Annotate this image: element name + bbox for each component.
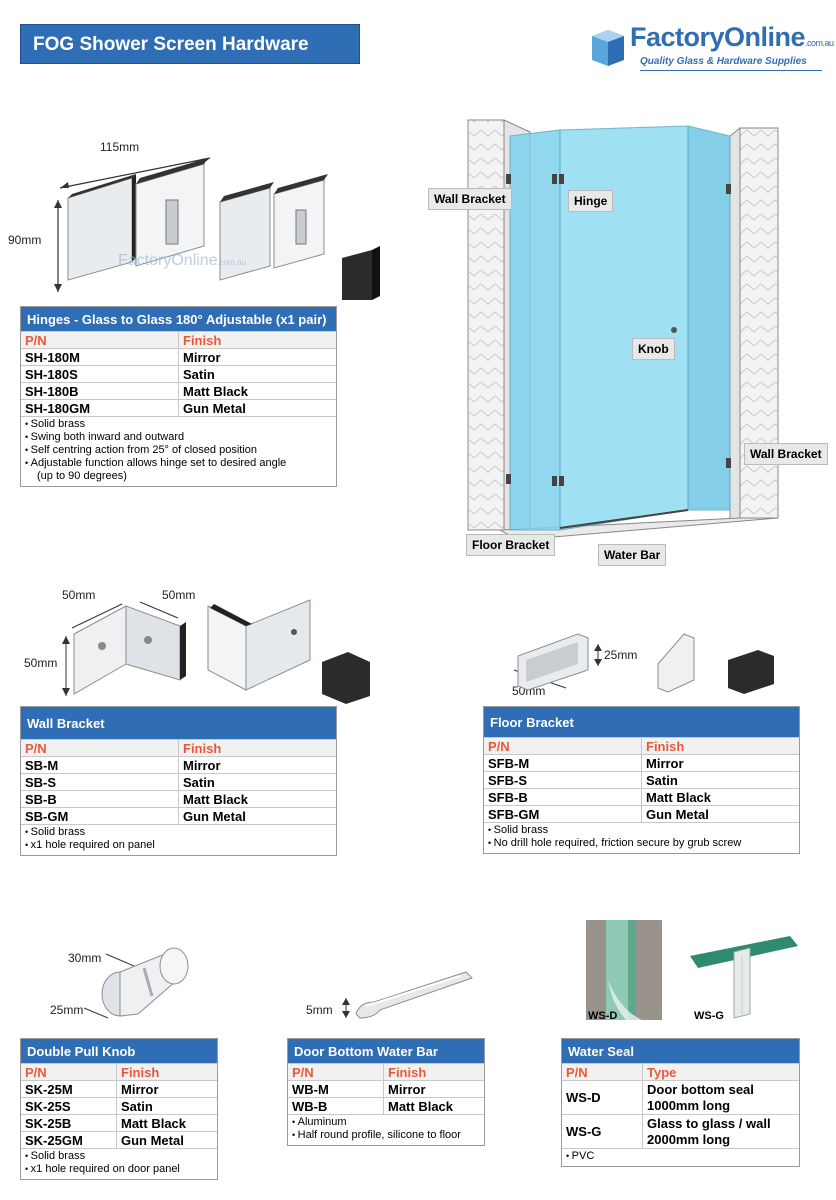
knob-dim-a: 30mm (68, 951, 102, 965)
diagram-label-hinge: Hinge (568, 190, 614, 212)
col-pn: P/N (562, 1064, 643, 1080)
hinge-product-images (54, 157, 380, 300)
water-seal-d-label: WS-D (588, 1010, 618, 1022)
floor-bracket-notes: Solid brass No drill hole required, fric… (484, 822, 799, 853)
logo-tagline: Quality Glass & Hardware Supplies (640, 56, 807, 67)
floor-bracket-images (513, 633, 774, 694)
col-pn: P/N (484, 738, 642, 754)
col-finish: Finish (388, 1064, 427, 1080)
wall-bracket-notes: Solid brass x1 hole required on panel (21, 824, 336, 855)
col-pn: P/N (21, 740, 179, 756)
wall-bracket-dim-b: 50mm (162, 588, 196, 602)
hinge-dim-width: 115mm (100, 140, 140, 154)
table-row: WS-G Glass to glass / wall 2000mm long (562, 1114, 799, 1148)
floor-bracket-table-title: Floor Bracket (484, 707, 799, 737)
water-seal-table-title: Water Seal (562, 1039, 799, 1063)
water-bar-notes: Aluminum Half round profile, silicone to… (288, 1114, 484, 1145)
diagram-label-wall-bracket-right: Wall Bracket (744, 443, 828, 465)
col-finish: Finish (121, 1064, 160, 1080)
col-finish: Finish (183, 740, 222, 756)
wall-bracket-images (62, 599, 370, 704)
page-title: FOG Shower Screen Hardware (20, 24, 360, 64)
shower-screen-diagram (467, 119, 779, 541)
knob-notes: Solid brass x1 hole required on door pan… (21, 1148, 217, 1179)
water-seal-notes: PVC (562, 1148, 799, 1166)
water-seal-table: Water Seal P/N Type WS-D Door bottom sea… (561, 1038, 800, 1167)
diagram-label-wall-bracket-left: Wall Bracket (428, 188, 512, 210)
col-pn: P/N (288, 1064, 384, 1080)
water-bar-dim: 5mm (306, 1003, 333, 1017)
col-pn: P/N (21, 332, 179, 348)
diagram-label-water-bar: Water Bar (598, 544, 667, 566)
col-finish: Finish (646, 738, 685, 754)
hinges-notes: Solid brass Swing both inward and outwar… (21, 416, 336, 486)
hinge-dim-height: 90mm (8, 233, 42, 247)
logo-underline (640, 70, 822, 71)
water-bar-image (342, 971, 473, 1019)
knob-table-title: Double Pull Knob (21, 1039, 217, 1063)
col-finish: Finish (183, 332, 222, 348)
water-bar-table-title: Door Bottom Water Bar (288, 1039, 484, 1063)
col-type: Type (647, 1064, 677, 1080)
logo-tld: .com.au (805, 38, 834, 48)
logo-mark-icon (592, 30, 624, 66)
wall-bracket-dim-c: 50mm (24, 656, 58, 670)
diagram-label-floor-bracket: Floor Bracket (466, 534, 556, 556)
water-seal-d-image (586, 920, 662, 1020)
wall-bracket-dim-a: 50mm (62, 588, 96, 602)
knob-dim-b: 25mm (50, 1003, 84, 1017)
knob-image (83, 947, 189, 1019)
water-seal-g-label: WS-G (694, 1010, 724, 1022)
table-row: WS-D Door bottom seal 1000mm long (562, 1080, 799, 1114)
hinge-watermark: FactoryOnline.com.au (118, 252, 247, 269)
wall-bracket-table-title: Wall Bracket (21, 707, 336, 739)
diagram-label-knob: Knob (632, 338, 675, 360)
factoryonline-logo: FactoryOnline.com.au Quality Glass & Har… (588, 22, 834, 74)
logo-name: FactoryOnline (630, 22, 806, 52)
hinges-table: Hinges - Glass to Glass 180° Adjustable … (20, 306, 337, 487)
hinges-table-title: Hinges - Glass to Glass 180° Adjustable … (21, 307, 336, 331)
water-seal-g-image (690, 936, 798, 1019)
floor-bracket-dim-h: 25mm (604, 648, 638, 662)
col-pn: P/N (21, 1064, 117, 1080)
